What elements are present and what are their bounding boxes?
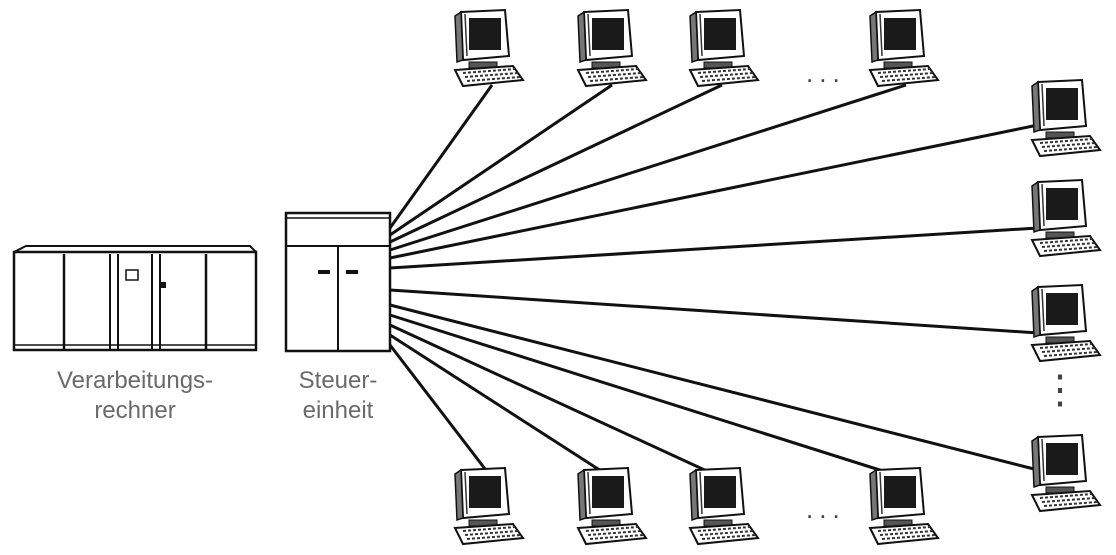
connection-line (388, 344, 494, 479)
terminal-icon (577, 9, 647, 87)
terminal-icon (1031, 434, 1101, 512)
connection-line (389, 226, 1039, 270)
terminal-icon (869, 9, 939, 87)
terminal-icon (869, 467, 939, 545)
connection-line (389, 83, 613, 237)
connection-line (389, 313, 906, 480)
mainframe-icon (12, 245, 258, 352)
bottom-row-ellipsis: ... (806, 494, 846, 524)
control-unit-label: Steuer- einheit (282, 366, 394, 426)
control-unit-icon (284, 211, 392, 353)
top-row-ellipsis: ... (806, 58, 846, 88)
connection-line (389, 83, 723, 244)
right-column-ellipsis: ⋮ (1040, 368, 1080, 412)
processor-label-line2: rechner (94, 397, 176, 424)
connection-line (389, 123, 1039, 260)
terminal-icon (1031, 284, 1101, 362)
terminal-icon (689, 467, 759, 545)
terminal-icon (1031, 179, 1101, 257)
terminal-icon (577, 467, 647, 545)
connection-line (389, 333, 613, 480)
processor-label-line1: Verarbeitungs- (56, 367, 214, 394)
connection-line (389, 83, 907, 252)
connection-lines (388, 83, 1039, 480)
connection-line (388, 84, 494, 229)
processor-label: Verarbeitungs- rechner (30, 366, 240, 426)
control-unit-label-line2: einheit (302, 397, 374, 424)
connection-line (389, 303, 1039, 472)
connection-line (389, 288, 1039, 335)
connection-line (389, 323, 723, 480)
terminal-icon (454, 9, 524, 87)
terminal-icon (454, 467, 524, 545)
control-unit-label-line1: Steuer- (298, 367, 378, 394)
terminal-icon (689, 9, 759, 87)
terminal-icon (1031, 79, 1101, 157)
